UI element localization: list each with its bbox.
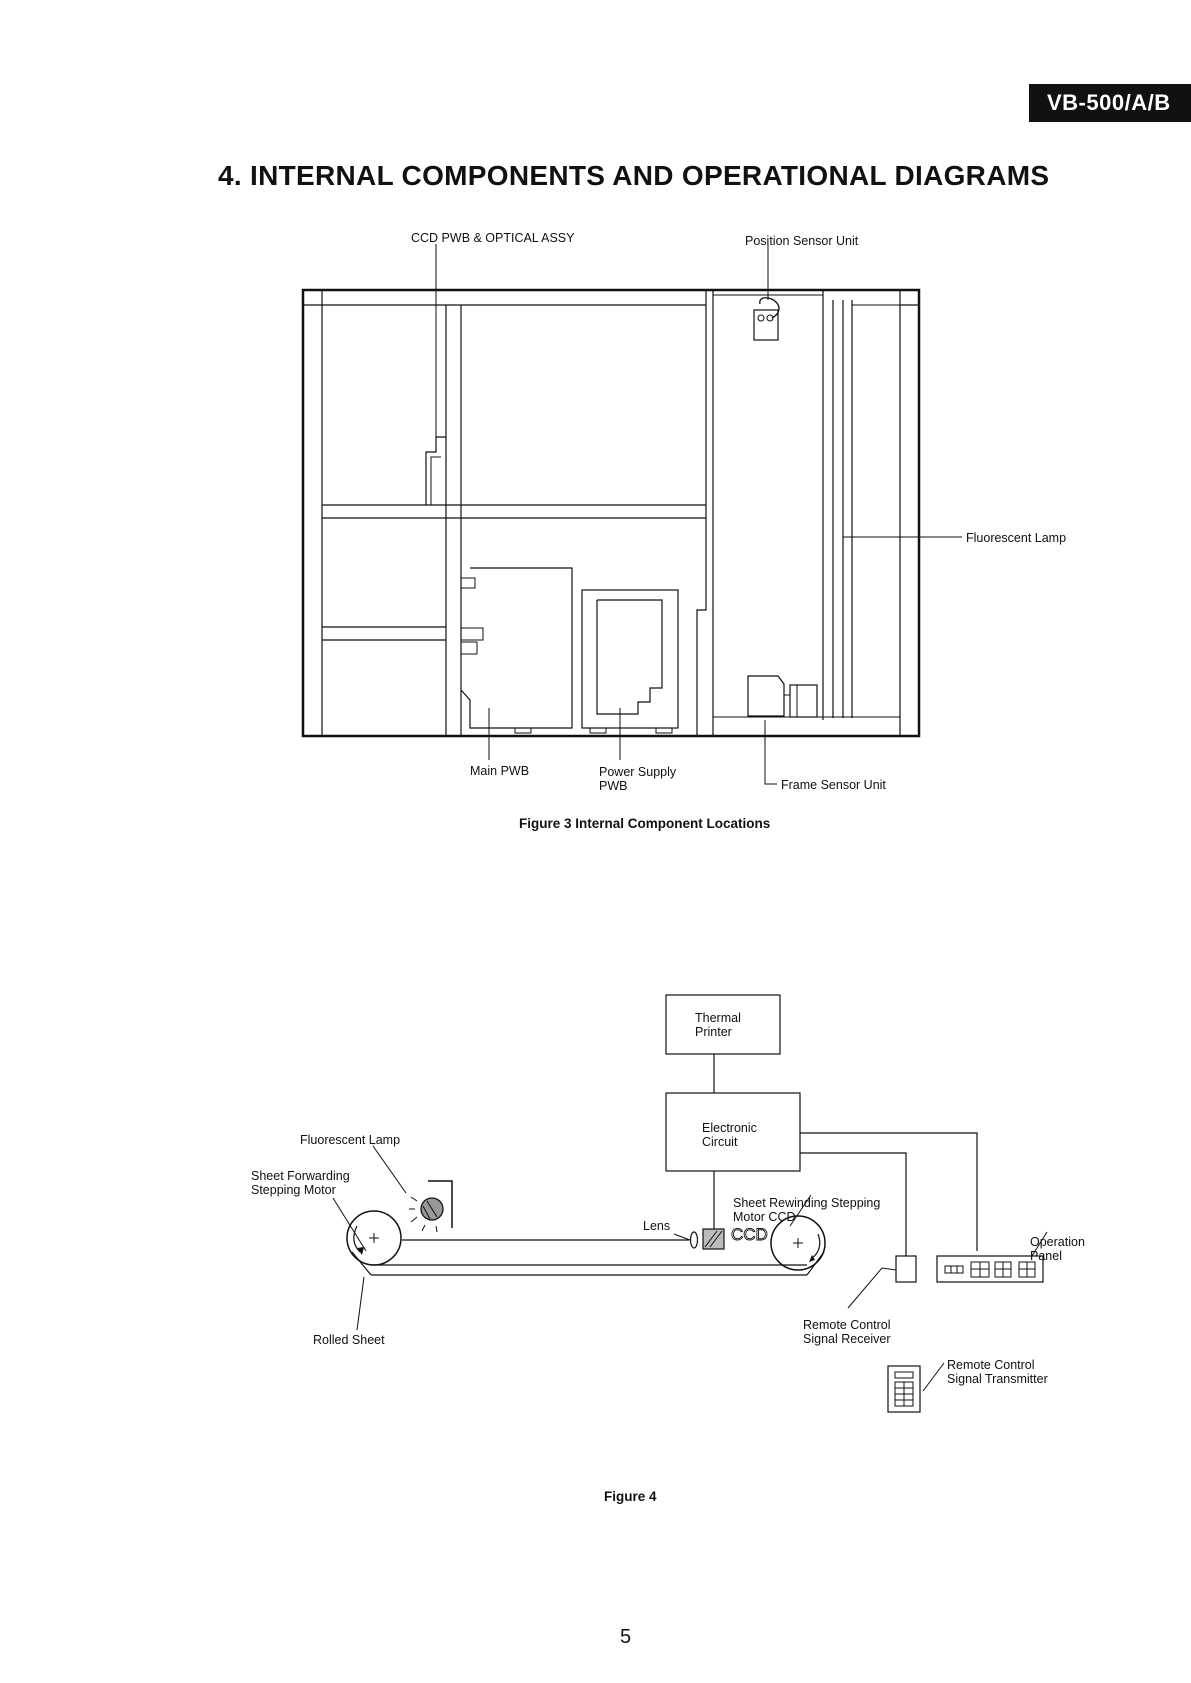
- label-fluorescent-lamp-4: Fluorescent Lamp: [300, 1133, 400, 1147]
- ccd-sensor: [702, 1228, 725, 1250]
- label-rc-transmitter: Remote Control: [947, 1358, 1035, 1372]
- section-heading: 4. INTERNAL COMPONENTS AND OPERATIONAL D…: [218, 160, 1050, 191]
- label-electronic-circuit-2: Circuit: [702, 1135, 738, 1149]
- label-rolled-sheet: Rolled Sheet: [313, 1333, 385, 1347]
- label-forward-motor-2: Stepping Motor: [251, 1183, 336, 1197]
- remote-transmitter: [887, 1365, 921, 1413]
- label-ccd-assembly: CCD PWB & OPTICAL ASSY: [411, 231, 575, 245]
- electronic-circuit-box: [665, 1092, 801, 1172]
- label-fluorescent-lamp: Fluorescent Lamp: [966, 531, 1066, 545]
- thermal-printer-box: [665, 994, 781, 1055]
- model-tag: VB-500/A/B: [1029, 84, 1191, 122]
- label-operation-panel: Operation: [1030, 1235, 1085, 1249]
- label-frame-sensor: Frame Sensor Unit: [781, 778, 886, 792]
- rewind-roller: [770, 1215, 826, 1271]
- label-power-supply-pwb: PWB: [599, 779, 627, 793]
- figure-4-caption: Figure 4: [604, 1489, 657, 1504]
- label-electronic-circuit: Electronic: [702, 1121, 757, 1135]
- label-operation-panel-2: Panel: [1030, 1249, 1062, 1263]
- label-rc-receiver: Remote Control: [803, 1318, 891, 1332]
- label-rc-receiver-2: Signal Receiver: [803, 1332, 891, 1346]
- label-rc-transmitter-2: Signal Transmitter: [947, 1372, 1048, 1386]
- figure-3-caption: Figure 3 Internal Component Locations: [519, 816, 770, 831]
- lens: [689, 1231, 699, 1249]
- figure-3-diagram: CCD PWB & OPTICAL ASSY Position Sensor U…: [301, 231, 1066, 831]
- label-rewind-motor: Sheet Rewinding Stepping: [733, 1196, 880, 1210]
- label-position-sensor: Position Sensor Unit: [745, 234, 859, 248]
- label-power-supply: Power Supply: [599, 765, 677, 779]
- page-number: 5: [620, 1626, 632, 1648]
- label-rewind-motor-2: Motor CCD: [733, 1210, 796, 1224]
- remote-receiver: [895, 1255, 917, 1283]
- label-lens: Lens: [643, 1219, 670, 1233]
- operation-panel: [936, 1255, 1044, 1283]
- label-thermal-printer-2: Printer: [695, 1025, 732, 1039]
- label-main-pwb: Main PWB: [470, 764, 529, 778]
- label-thermal-printer: Thermal: [695, 1011, 741, 1025]
- label-ccd: CCD: [731, 1225, 768, 1244]
- label-forward-motor: Sheet Forwarding: [251, 1169, 350, 1183]
